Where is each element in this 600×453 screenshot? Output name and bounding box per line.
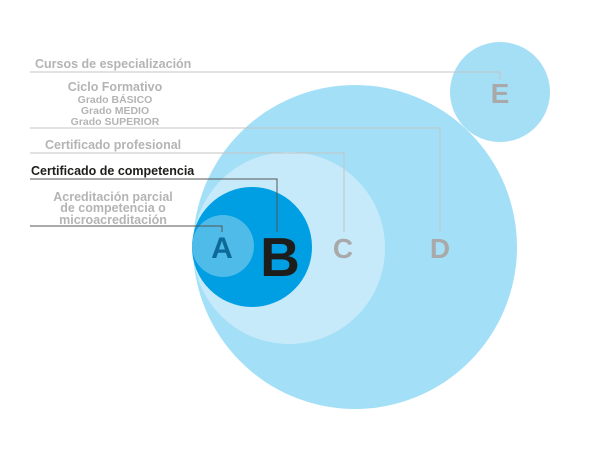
letter-a: A (211, 232, 233, 265)
connector-c (30, 152, 345, 232)
label-ciclo-title: Ciclo Formativo (68, 80, 163, 94)
label-cert-competencia: Certificado de competencia (31, 164, 195, 178)
label-acred-2: de competencia o (60, 201, 166, 215)
label-cursos: Cursos de especialización (35, 57, 191, 71)
letter-e: E (491, 78, 510, 109)
connector-a (30, 225, 223, 232)
connector-d (30, 127, 441, 232)
letter-b: B (260, 226, 300, 288)
connector-e (30, 71, 501, 80)
label-ciclo-basico: Grado BÁSICO (78, 93, 153, 106)
label-acred-3: microacreditación (59, 213, 167, 227)
letter-c: C (333, 233, 353, 264)
label-acred-1: Acreditación parcial (53, 190, 173, 204)
letter-d: D (430, 233, 450, 264)
circle-a (192, 215, 254, 277)
connector-b (30, 178, 278, 232)
label-cert-profesional: Certificado profesional (45, 138, 181, 152)
label-ciclo-medio: Grado MEDIO (81, 105, 149, 117)
circle-e (450, 42, 550, 142)
label-ciclo-superior: Grado SUPERIOR (71, 116, 160, 128)
